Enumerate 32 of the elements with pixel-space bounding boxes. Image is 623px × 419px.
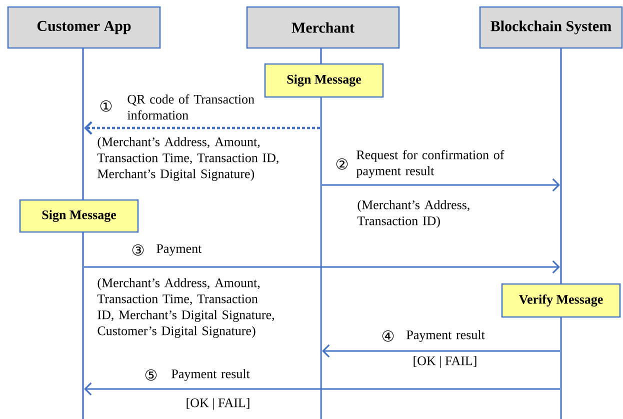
callout-number: ①	[100, 100, 112, 112]
message-parameters: (Merchant’s Address, Transaction ID)	[357, 200, 470, 228]
arrow	[322, 344, 560, 358]
callout-number: ③	[132, 244, 144, 256]
lifeline	[82, 48, 84, 200]
arrow	[84, 260, 560, 274]
message-parameters: (Merchant’s Address, Amount, Transaction Time, Transaction ID, Merchant’s Digital Signature, Customer’s Digital Signature)	[97, 278, 274, 338]
lifeline	[320, 97, 322, 419]
edge-label: Request for confirmation of payment result	[356, 150, 504, 178]
lifeline	[560, 48, 562, 284]
edge-label: Payment	[156, 244, 202, 256]
callout-number: ⑤	[145, 369, 157, 381]
callout-number: ④	[382, 330, 394, 342]
edge-label: QR code of Transaction information	[127, 94, 254, 120]
arrow	[322, 178, 560, 192]
note-box: Sign Message	[19, 199, 139, 233]
header-box: Merchant	[246, 6, 400, 49]
lifeline	[82, 232, 84, 419]
result-label: [OK | FAIL]	[186, 398, 250, 410]
header-box: Blockchain System	[479, 6, 623, 49]
result-label: [OK | FAIL]	[414, 356, 476, 368]
header-box: Customer App	[7, 6, 161, 49]
note-box: Sign Message	[264, 63, 384, 98]
edge-label: Payment result	[406, 330, 485, 342]
callout-number: ②	[336, 158, 348, 170]
edge-label: Payment result	[172, 369, 250, 381]
message-parameters: (Merchant’s Address, Amount, Transaction Time, Transaction ID, Merchant’s Digital Signature)	[97, 137, 278, 181]
arrow	[84, 382, 560, 396]
note-box: Verify Message	[501, 283, 621, 318]
lifeline	[560, 317, 562, 419]
lifeline	[320, 48, 322, 64]
arrow	[84, 121, 320, 135]
